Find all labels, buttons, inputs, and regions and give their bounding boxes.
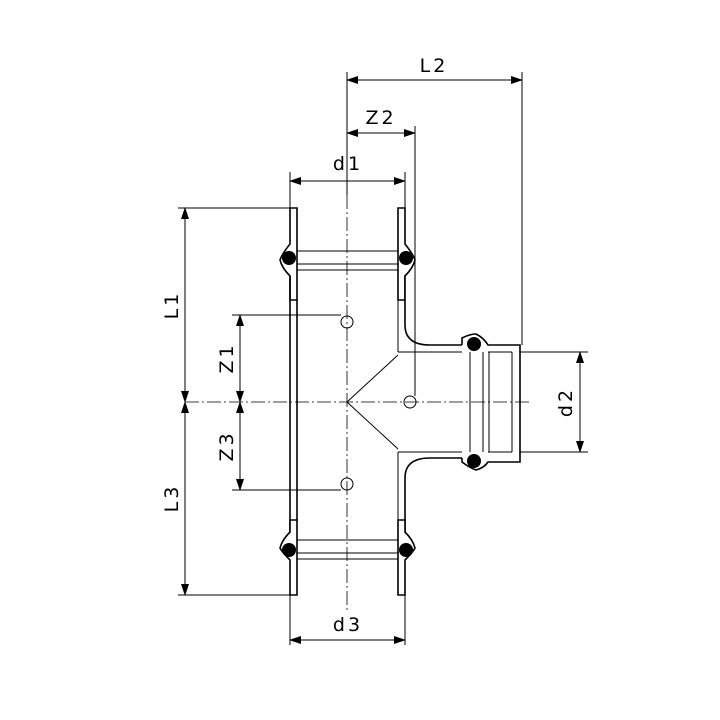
- o-ring-top-right: [399, 251, 413, 265]
- label-L2: L2: [420, 55, 449, 77]
- o-ring-bottom-left: [282, 543, 296, 557]
- flow-split-upper: [346, 354, 399, 403]
- o-ring-top-left: [282, 251, 296, 265]
- label-d1: d1: [333, 153, 363, 175]
- label-L1: L1: [161, 291, 183, 320]
- label-d2: d2: [555, 387, 577, 417]
- label-L3: L3: [161, 484, 183, 513]
- tee-fitting-body: [279, 207, 521, 596]
- label-d3: d3: [333, 614, 363, 636]
- run-right-upper: [404, 276, 462, 346]
- o-ring-branch-bottom: [467, 454, 481, 468]
- label-Z3: Z3: [216, 430, 238, 461]
- bottom-socket-wall-left: [279, 519, 298, 596]
- label-Z2: Z2: [365, 107, 396, 129]
- dimension-lines: [181, 76, 584, 644]
- o-ring-branch-top: [467, 337, 481, 351]
- o-ring-bottom-right: [399, 543, 413, 557]
- branch-socket: [461, 333, 521, 471]
- label-Z1: Z1: [216, 342, 238, 373]
- flow-split-lower: [346, 401, 399, 450]
- run-right-lower: [404, 457, 462, 540]
